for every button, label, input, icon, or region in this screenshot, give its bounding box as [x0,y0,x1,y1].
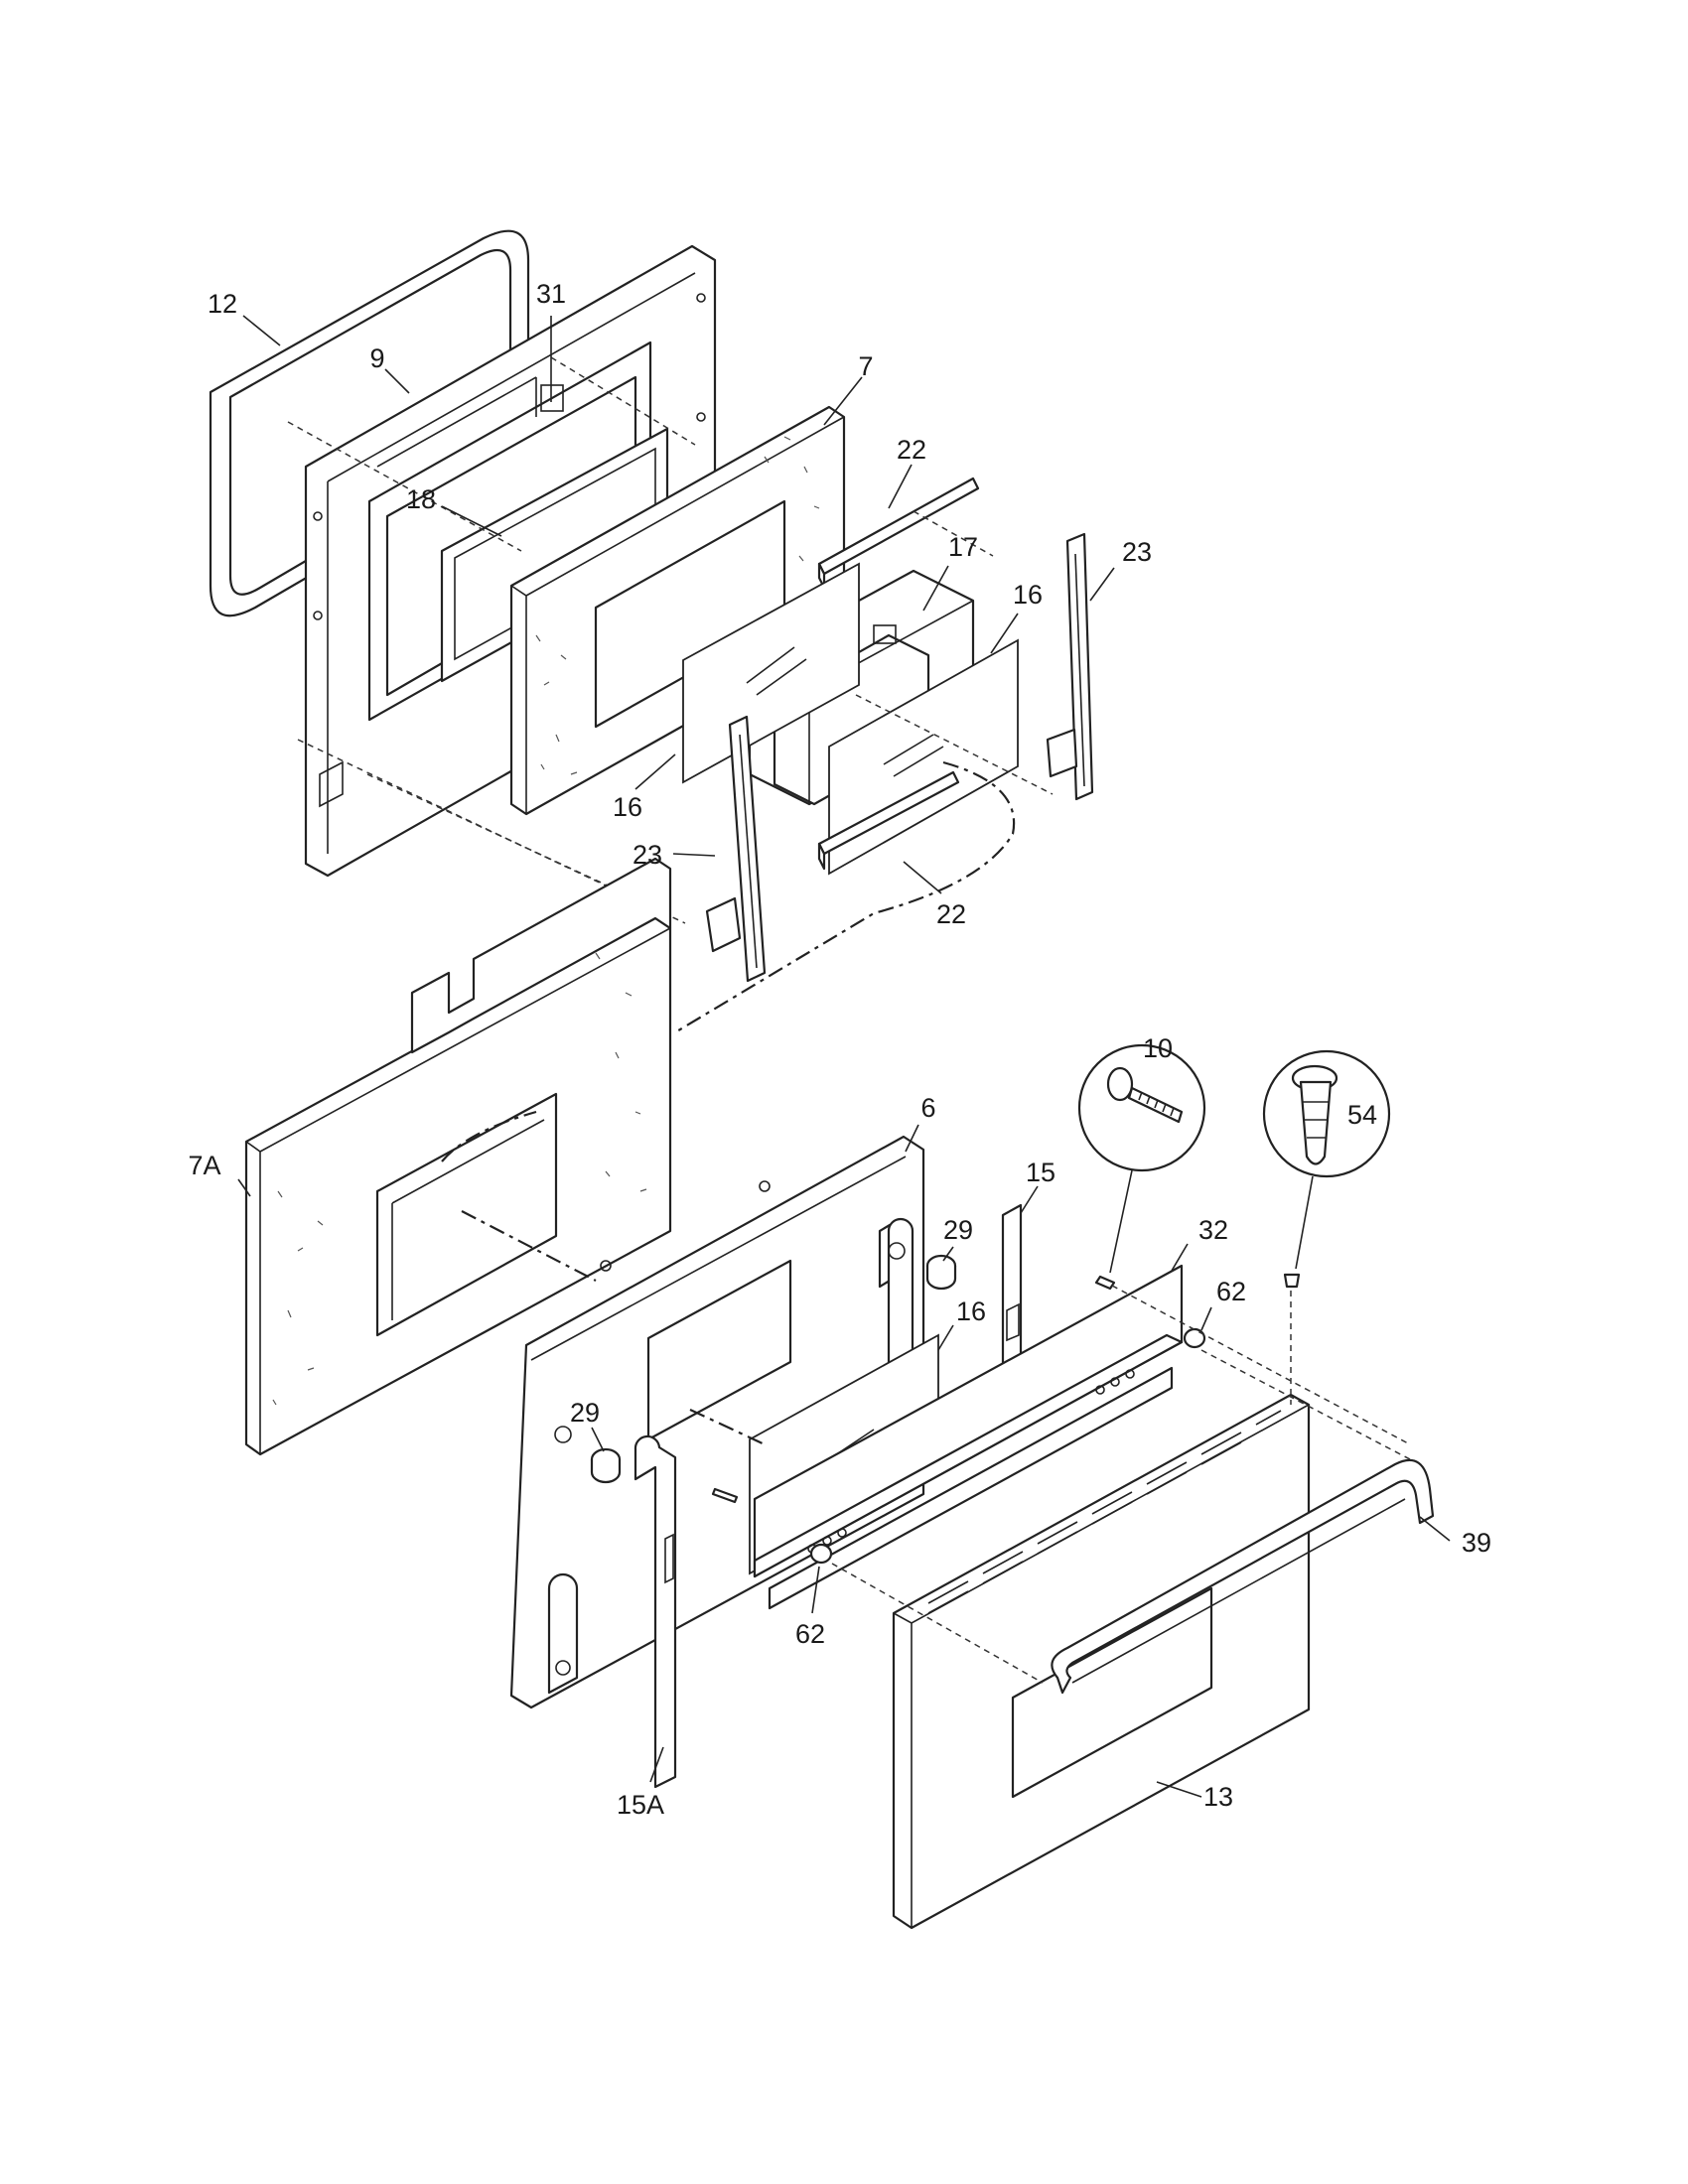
outer-door-panel-part-6 [509,1135,925,1709]
callout-17: 17 [948,532,978,562]
callout-32: 32 [1198,1215,1228,1245]
callout-22-lower: 22 [936,899,966,929]
callout-54: 54 [1347,1100,1377,1130]
callout-6: 6 [920,1093,935,1123]
glass-panel-part-16-a [682,562,860,784]
hinge-part-23-left [705,715,767,983]
callout-62-left: 62 [795,1619,825,1649]
assembly-guide-lines-upper [287,356,1054,1033]
spacer-part-29-a [925,1254,957,1291]
glass-bracket-part-22-lower [817,770,960,871]
callout-labels: 12 31 9 7 22 18 17 23 16 16 23 22 10 54 … [188,279,1491,1820]
callout-15: 15 [1026,1158,1055,1187]
callout-29-left: 29 [570,1398,600,1428]
callout-9: 9 [369,343,384,373]
vent-trim-part-32 [753,1264,1184,1610]
callout-16-right: 16 [1013,580,1043,610]
callout-12: 12 [208,289,237,319]
callout-7: 7 [858,351,873,381]
callout-leader-lines [237,315,1451,1798]
callout-23-right: 23 [1122,537,1152,567]
callout-29-right: 29 [943,1215,973,1245]
hinge-part-23-right [1046,532,1094,801]
callout-39: 39 [1462,1528,1491,1558]
callout-31: 31 [536,279,566,309]
trim-channel-part-15A [633,1434,677,1789]
callout-15A: 15A [617,1790,664,1820]
screw-part-10 [1077,1043,1206,1291]
callout-7A: 7A [188,1151,220,1180]
spacer-part-29-b [590,1447,622,1484]
nut-part-62-b [809,1543,833,1565]
callout-18: 18 [406,484,436,514]
nut-part-62-a [1183,1327,1206,1349]
screw-small-lower [711,1487,739,1504]
fastener-part-54 [1262,1049,1391,1289]
door-handle-part-39 [1051,1458,1435,1695]
door-gasket-part-12 [209,229,530,617]
callout-16-lower: 16 [956,1297,986,1326]
callout-62-right: 62 [1216,1277,1246,1306]
callout-22-upper: 22 [897,435,926,465]
callout-10: 10 [1143,1033,1173,1063]
callout-13: 13 [1203,1782,1233,1812]
door-skin-part-13 [892,1393,1311,1930]
callout-16-left: 16 [613,792,642,822]
assembly-guide-lines-lower [461,1210,1411,1684]
callout-23-left: 23 [633,840,662,870]
